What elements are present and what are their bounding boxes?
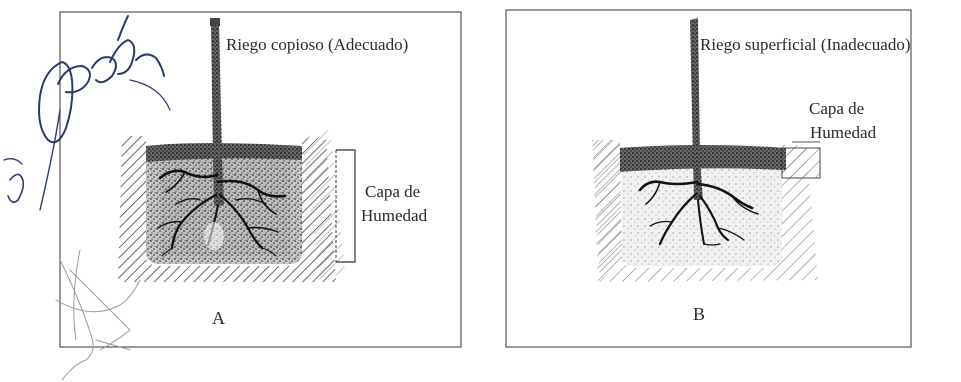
panel-b-layer-label-line1: Capa de (809, 99, 865, 118)
panel-a-moisture-bracket (336, 149, 356, 263)
panel-a (59, 11, 462, 348)
panel-a-title: Riego copioso (Adecuado) (226, 35, 409, 54)
panel-a-soil (146, 145, 302, 264)
panel-b-roots (638, 180, 759, 246)
panel-a-letter: A (212, 308, 225, 328)
panel-b-letter: B (693, 304, 706, 324)
panel-b-layer-label-line2: Humedad (810, 123, 877, 142)
panel-b-title: Riego superficial (Inadecuado) (700, 35, 911, 54)
panel-b-frame (505, 9, 912, 348)
panel-a-stem (211, 20, 224, 206)
panel-b-stem (690, 18, 703, 200)
panel-a-frame (59, 11, 462, 348)
handwritten-scribble (3, 15, 171, 211)
panel-a-layer-label-line1: Capa de (365, 182, 421, 201)
panel-b-moisture-box (781, 147, 821, 179)
pencil-scribble (55, 249, 141, 381)
panel-b (505, 9, 912, 348)
panel-a-layer-label-line2: Humedad (361, 206, 428, 225)
